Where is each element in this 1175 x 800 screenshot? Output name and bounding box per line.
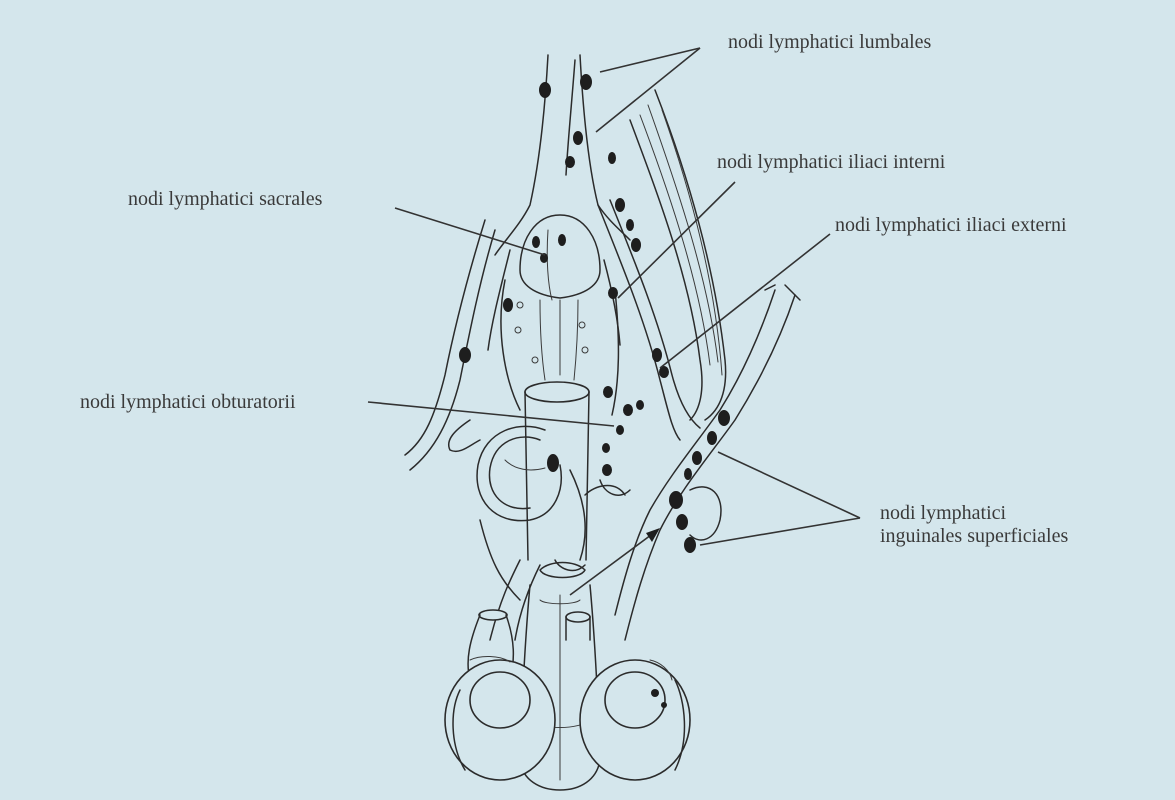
label-lumbales: nodi lymphatici lumbales (728, 31, 932, 53)
nodes-obturatorii (547, 386, 633, 476)
testis-right (579, 659, 691, 781)
leader-lines (367, 47, 861, 596)
leader-obturatorii (367, 401, 615, 427)
leader-lumbales-1 (599, 47, 701, 73)
label-iliaci-interni: nodi lymphatici iliaci interni (717, 151, 946, 173)
arrow-head (646, 528, 660, 542)
nodes-sacrales (532, 234, 566, 263)
inguinal-bulge (689, 486, 722, 541)
leader-iliaci-externi (659, 233, 831, 369)
leader-arrow-inguinal (569, 531, 656, 596)
nodes-left-iliac (459, 298, 513, 363)
psoas-muscle (629, 89, 727, 421)
rectum (524, 381, 590, 561)
nodes-iliaci-externi (636, 348, 669, 410)
label-sacrales: nodi lymphatici sacrales (128, 188, 323, 210)
sacrum (519, 214, 601, 381)
leader-lumbales-2 (595, 47, 701, 133)
leader-inguinales-1 (717, 451, 861, 519)
label-inguinales: nodi lymphatici inguinales superficiales (880, 502, 1069, 547)
label-iliaci-externi: nodi lymphatici iliaci externi (835, 214, 1067, 236)
nodes-iliaci-interni (608, 198, 641, 299)
pelvis-outline (500, 279, 620, 416)
nodes-inguinales (669, 410, 730, 553)
label-obturatorii: nodi lymphatici obturatorii (80, 391, 296, 413)
bladder (476, 425, 562, 522)
leader-sacrales (394, 207, 546, 256)
spermatic-cord-left (489, 559, 541, 641)
spermatic-cord-right (614, 284, 801, 641)
leader-inguinales-2 (699, 517, 861, 546)
iliac-vessels-left (404, 219, 511, 471)
ductus-region (554, 469, 631, 572)
left-lateral-vessels (448, 419, 521, 601)
iliac-vessels-right (597, 199, 701, 441)
nodes-lumbales (539, 74, 616, 168)
testis-left (444, 656, 556, 781)
leader-iliaci-interni (617, 181, 736, 299)
